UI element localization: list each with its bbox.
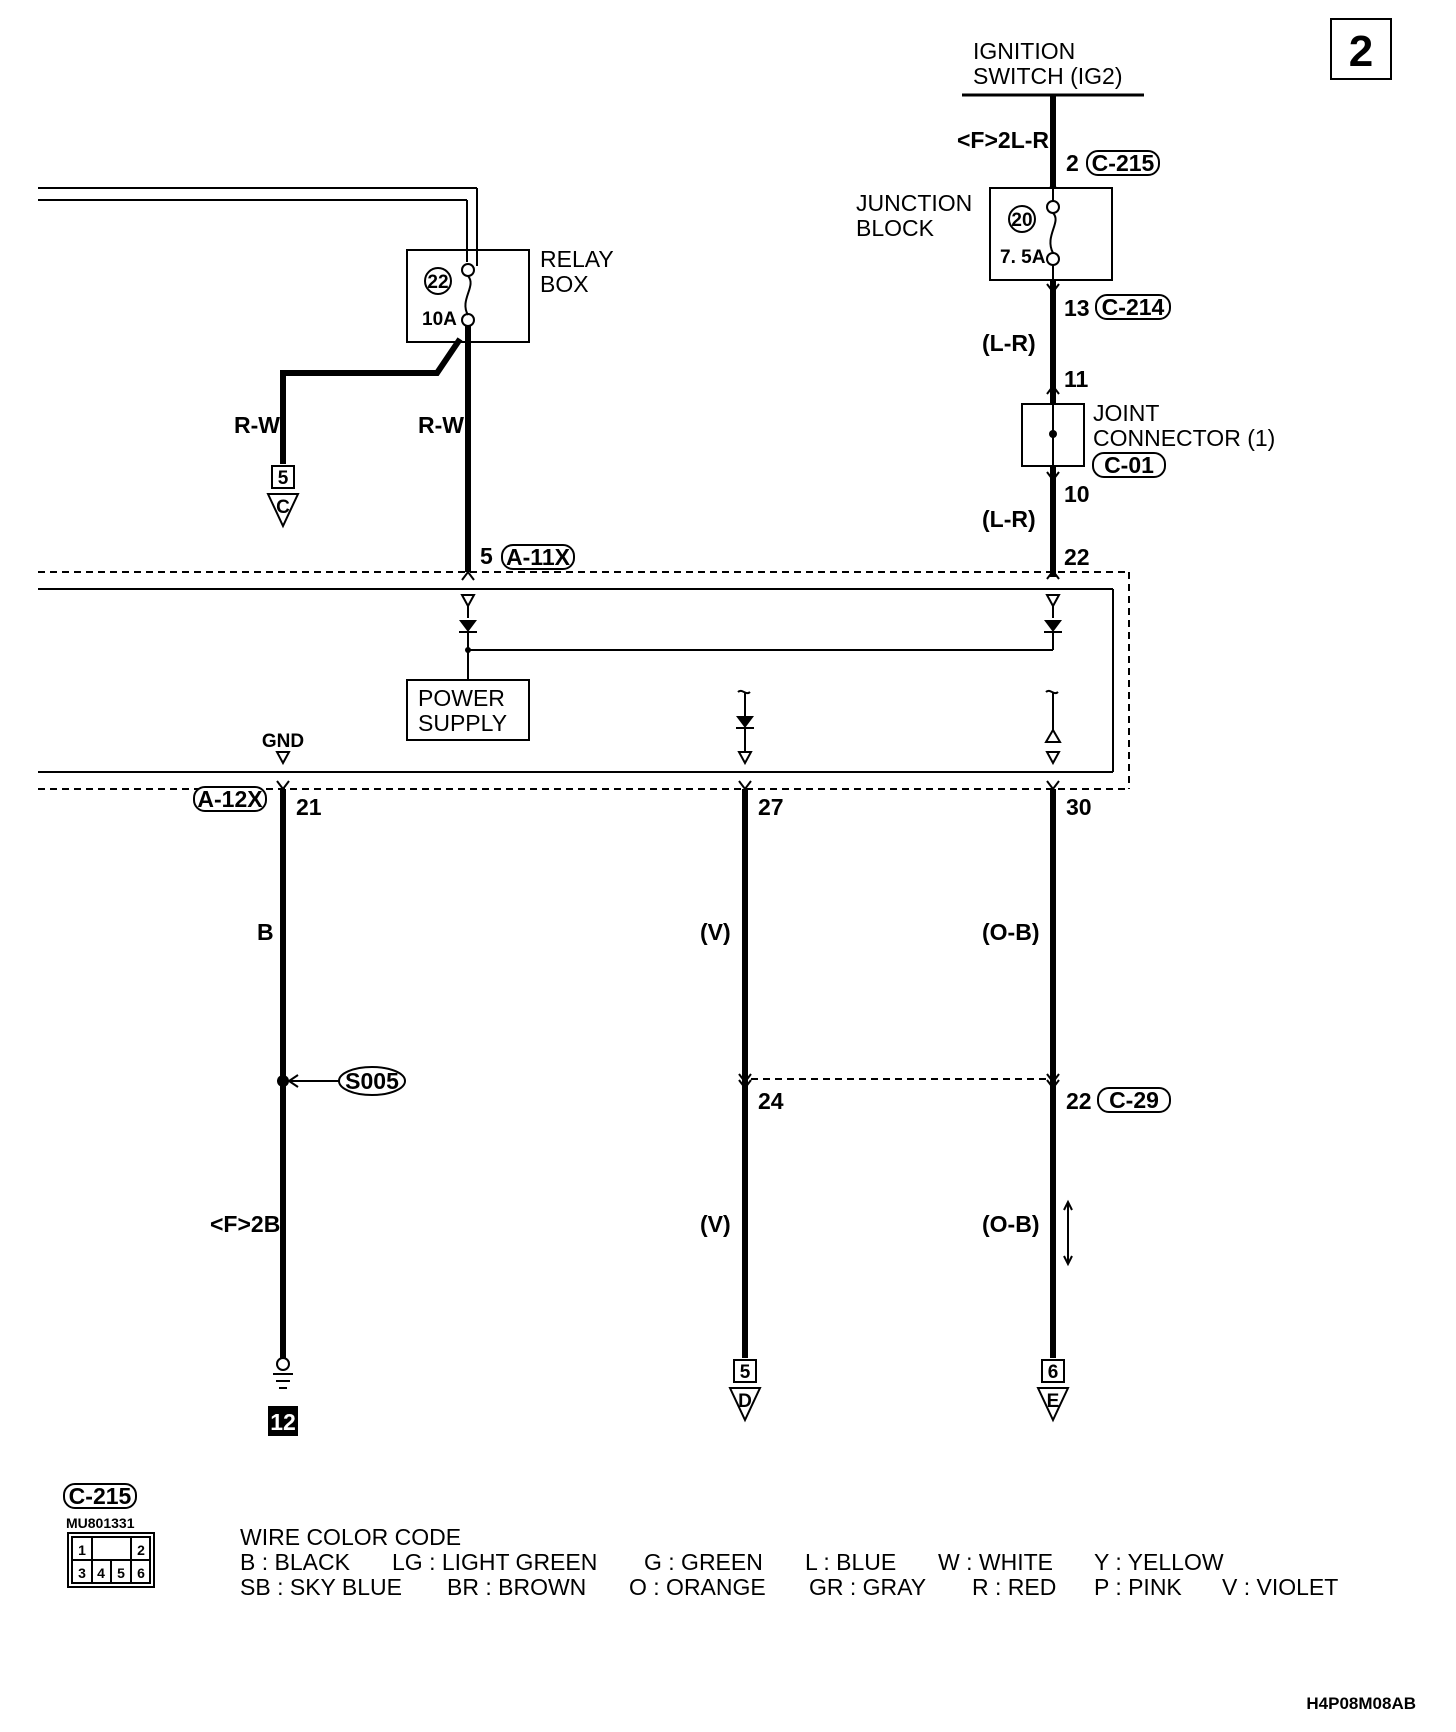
pin-jc-in: 11	[1064, 366, 1089, 392]
c215-pin-5: 5	[117, 1565, 125, 1581]
connector-view-part-no: MU801331	[66, 1515, 135, 1531]
relay-box-label-2: BOX	[540, 271, 589, 297]
wire-rw-right: R-W	[418, 412, 464, 438]
junction-block: JUNCTION BLOCK 20 7. 5A	[856, 187, 1113, 281]
wire-lr-lower: (L-R)	[982, 506, 1036, 532]
offpage-c-number: 5	[278, 468, 289, 489]
junction-block-label-2: BLOCK	[856, 215, 935, 241]
power-supply-label-2: SUPPLY	[418, 710, 507, 736]
pin-c215: 2	[1066, 150, 1079, 176]
offpage-d-number: 5	[740, 1362, 751, 1383]
c215-pin-3: 3	[78, 1565, 86, 1581]
legend-g: G : GREEN	[644, 1549, 763, 1575]
junction-block-label-1: JUNCTION	[856, 190, 972, 216]
legend-w: W : WHITE	[938, 1549, 1053, 1575]
joint-connector-label-2: CONNECTOR (1)	[1093, 425, 1275, 451]
connector-a12x: A-12X	[197, 786, 263, 812]
offpage-connector-c: 5 C	[266, 465, 300, 529]
wire-color-legend: WIRE COLOR CODE B : BLACK LG : LIGHT GRE…	[240, 1524, 1338, 1600]
offpage-d-letter: D	[738, 1391, 752, 1412]
pin-a11x-22: 22	[1064, 544, 1090, 570]
fuse-22-rating: 10A	[422, 309, 457, 330]
right-wire: <F>2L-R 2 C-215	[957, 95, 1160, 193]
ignition-switch-label-1: IGNITION	[973, 38, 1075, 64]
wire-lr-upper: (L-R)	[982, 330, 1036, 356]
wire-v-upper: (V)	[700, 919, 731, 945]
a12x-pins: A-12X 21 27 30	[193, 780, 1092, 820]
pin-21: 21	[296, 794, 322, 820]
relay-box: 22 10A RELAY BOX	[406, 246, 614, 343]
fuse-20-number: 20	[1011, 210, 1032, 231]
connector-view-label: C-215	[69, 1483, 132, 1509]
wire-v-lower: (V)	[700, 1211, 731, 1237]
legend-o: O : ORANGE	[629, 1574, 766, 1600]
connector-c215: C-215	[1092, 150, 1155, 176]
legend-p: P : PINK	[1094, 1574, 1182, 1600]
offpage-e-number: 6	[1048, 1362, 1059, 1383]
pin-27: 27	[758, 794, 784, 820]
c215-pin-4: 4	[97, 1565, 105, 1581]
connector-c01: C-01	[1104, 452, 1154, 478]
ground-wire: B S005 <F>2B 12	[210, 789, 406, 1436]
pin-jc-out: 10	[1064, 481, 1090, 507]
offpage-c-letter: C	[276, 497, 290, 518]
legend-r: R : RED	[972, 1574, 1056, 1600]
gnd-label: GND	[262, 731, 304, 752]
wire-c214-segment: 13 C-214 (L-R) 11	[982, 280, 1171, 404]
connector-view-c215: C-215 MU801331 1 2 3 4 5 6	[63, 1483, 155, 1588]
legend-v: V : VIOLET	[1222, 1574, 1338, 1600]
relay-box-label-1: RELAY	[540, 246, 614, 272]
figure-code: H4P08M08AB	[1306, 1694, 1416, 1713]
joint-connector: JOINT CONNECTOR (1) C-01	[1021, 400, 1275, 478]
ecu-internal-circuit: POWER SUPPLY GND	[262, 594, 1062, 766]
c215-pin-2: 2	[137, 1542, 145, 1558]
legend-title: WIRE COLOR CODE	[240, 1524, 461, 1550]
pin-30: 30	[1066, 794, 1092, 820]
pin-24: 24	[758, 1088, 784, 1114]
connector-c214: C-214	[1102, 294, 1165, 320]
ecu-outline	[38, 571, 1130, 790]
legend-br: BR : BROWN	[447, 1574, 586, 1600]
ground-point-number: 12	[270, 1409, 296, 1435]
offpage-e-letter: E	[1047, 1391, 1060, 1412]
relay-feed-wires	[38, 187, 478, 266]
wire-jc-ecu: 10 (L-R) 22	[982, 466, 1090, 580]
legend-gr: GR : GRAY	[809, 1574, 926, 1600]
legend-l: L : BLUE	[805, 1549, 896, 1575]
pin-22-c29: 22	[1066, 1088, 1092, 1114]
wire-ob-lower: (O-B)	[982, 1211, 1039, 1237]
pin-c214: 13	[1064, 295, 1090, 321]
legend-b: B : BLACK	[240, 1549, 351, 1575]
relay-output-wires: R-W R-W 5 A-11X	[234, 326, 575, 581]
legend-sb: SB : SKY BLUE	[240, 1574, 402, 1600]
violet-wire: (V) 24 (V) 5 D	[700, 789, 784, 1423]
page-number: 2	[1349, 27, 1373, 76]
fuse-22-number: 22	[427, 272, 448, 293]
wire-f2b: <F>2B	[210, 1211, 280, 1237]
legend-lg: LG : LIGHT GREEN	[392, 1549, 597, 1575]
orange-black-wire: (O-B) 22 C-29 (O-B) 6 E	[982, 789, 1171, 1423]
c215-pin-1: 1	[78, 1542, 86, 1558]
wire-rw-left: R-W	[234, 412, 280, 438]
legend-y: Y : YELLOW	[1094, 1549, 1224, 1575]
ignition-switch: IGNITION SWITCH (IG2)	[962, 38, 1144, 97]
pin-a11x: 5	[480, 543, 493, 569]
splice-s005: S005	[345, 1068, 399, 1094]
fuse-20-rating: 7. 5A	[1000, 247, 1046, 268]
ignition-switch-label-2: SWITCH (IG2)	[973, 63, 1123, 89]
c215-pin-6: 6	[137, 1565, 145, 1581]
page-number-box: 2	[1330, 18, 1392, 80]
connector-c29: C-29	[1109, 1087, 1159, 1113]
wire-ign-feed: <F>2L-R	[957, 127, 1049, 153]
wire-ob-upper: (O-B)	[982, 919, 1039, 945]
joint-connector-label-1: JOINT	[1093, 400, 1159, 426]
wire-b: B	[257, 919, 274, 945]
connector-a11x: A-11X	[506, 544, 571, 570]
power-supply-label-1: POWER	[418, 685, 505, 711]
